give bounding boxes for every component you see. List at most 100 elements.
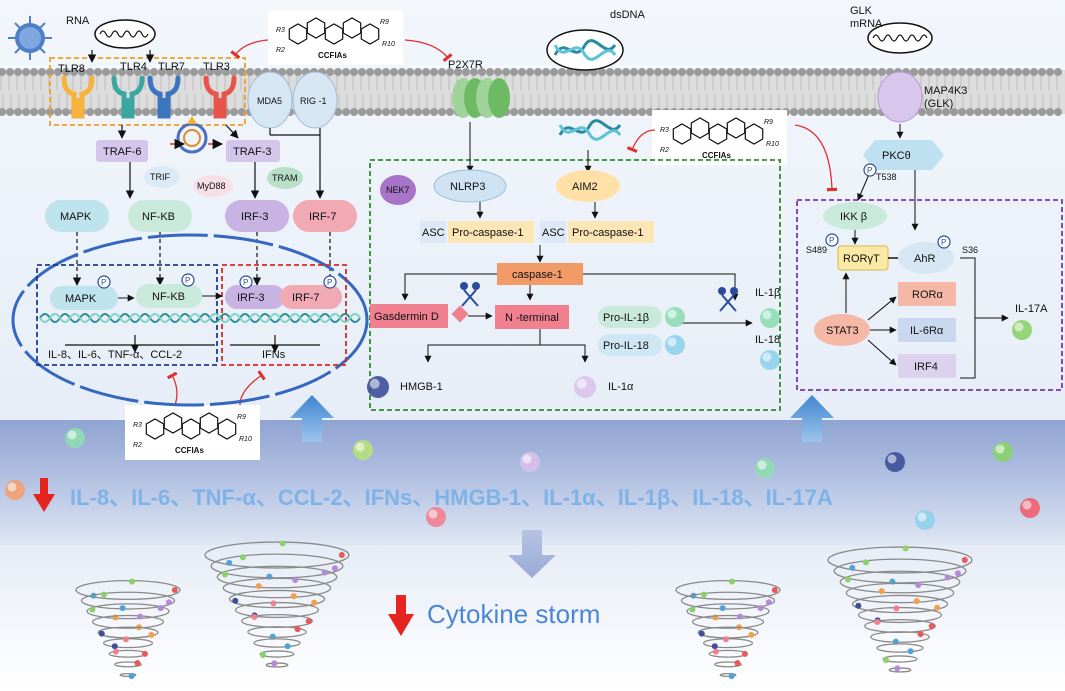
p2x7r-receptor <box>452 78 510 118</box>
drug-r2-label: R2 <box>133 442 142 449</box>
il17a-label: IL-17A <box>1015 303 1048 315</box>
drug-r10-label: R10 <box>766 141 779 148</box>
irf7-label: IRF-7 <box>309 211 337 223</box>
nfkb-box <box>36 264 218 366</box>
tlr8-label: TLR8 <box>58 63 85 75</box>
mapk-label: MAPK <box>60 211 92 223</box>
down-arrow-center <box>508 530 556 578</box>
ikkb-label: IKK β <box>840 211 867 223</box>
nterminal-label: N -terminal <box>505 312 559 324</box>
phospho-label: P <box>185 276 190 285</box>
cytokine-list: IL-8、IL-6、TNF-α、CCL-2、IFNs、HMGB-1、IL-1α、… <box>70 485 833 510</box>
asc1-label: ASC <box>422 227 445 239</box>
s489-label: S489 <box>806 245 827 255</box>
myd88-label: MyD88 <box>197 181 226 191</box>
irf7-node <box>293 200 357 232</box>
phospho-label: P <box>327 278 332 287</box>
n-mapk-label: MAPK <box>65 293 97 305</box>
il1a-label: IL-1α <box>608 381 634 393</box>
proil18-label: Pro-IL-18 <box>603 340 649 352</box>
procasp1a-label: Pro-caspase-1 <box>452 227 524 239</box>
rig1-receptor <box>292 71 338 129</box>
ifns-label: IFNs <box>262 349 286 361</box>
pkc-label: PKCθ <box>882 150 911 162</box>
proil1b-label: Pro-IL-1β <box>603 312 649 324</box>
mrna-label: mRNA <box>850 18 883 30</box>
tlr3-label: TLR3 <box>203 61 230 73</box>
il1b-label: IL-1β <box>755 287 780 299</box>
rora-label: RORα <box>912 289 943 301</box>
myd88-node <box>193 175 233 197</box>
traf3-label: TRAF-3 <box>233 146 272 158</box>
phospho-label: P <box>101 278 106 287</box>
left-pathway: TRAF-6 TRAF-3 TRIF MyD88 TRAM MAPK NF-KB… <box>45 50 357 286</box>
rna-oval: RNA <box>66 15 156 49</box>
band-cytokine-balls <box>5 428 1040 530</box>
cytokine-storm-tornadoes <box>75 540 973 680</box>
nuclear-dna <box>39 313 361 323</box>
casp1-label: caspase-1 <box>512 269 563 281</box>
glk-paren-label: (GLK) <box>924 98 953 110</box>
procasp1b-label: Pro-caspase-1 <box>572 227 644 239</box>
phospho-label: P <box>243 278 248 287</box>
nfkb-node <box>128 200 192 232</box>
rna-label: RNA <box>66 15 90 27</box>
up-arrow-left <box>290 395 334 442</box>
p2x7r-label: P2X7R <box>448 59 483 71</box>
rig1-label: RIG -1 <box>300 96 327 106</box>
down-arrow-band <box>33 478 55 512</box>
tram-node <box>267 167 303 189</box>
irf3-node <box>225 200 289 232</box>
tlr7-label: TLR7 <box>158 61 185 73</box>
down-arrow-storm <box>388 595 414 636</box>
il18-label: IL-18 <box>755 334 780 346</box>
scissors-icon-1 <box>460 282 480 307</box>
map4k3-receptor <box>877 71 923 123</box>
aim2-label: AIM2 <box>572 181 598 193</box>
virus-icon <box>8 16 52 60</box>
inflammasome-pathway: NEK7 NLRP3 AIM2 ASC Pro-caspase-1 ASC Pr… <box>370 122 780 393</box>
drug-r2-label: R2 <box>276 47 285 54</box>
mapk-node <box>45 200 109 232</box>
left-cytokines-label: IL-8、IL-6、TNF-α、CCL-2 <box>48 349 182 361</box>
s36-label: S36 <box>962 245 978 255</box>
right-phospho-tags: PPP <box>825 163 951 249</box>
drug-r3-label: R3 <box>276 27 285 34</box>
drug-r3-label: R3 <box>133 422 142 429</box>
asc2-label: ASC <box>542 227 565 239</box>
nlrp3-label: NLRP3 <box>450 181 485 193</box>
nucleus <box>11 233 369 407</box>
hmgb1-label: HMGB-1 <box>400 381 443 393</box>
scissors-icon-2 <box>718 287 738 312</box>
irf3-label: IRF-3 <box>241 211 269 223</box>
drug-name-label: CCFIAs <box>318 51 347 60</box>
irf4-label: IRF4 <box>914 361 938 373</box>
il6ra-label: IL-6Rα <box>910 325 944 337</box>
tram-label: TRAM <box>272 173 298 183</box>
traf6-label: TRAF-6 <box>103 146 142 158</box>
drug-r3-label: R3 <box>660 127 669 134</box>
drug-r10-label: R10 <box>239 436 252 443</box>
phospho-label: P <box>829 236 834 245</box>
t538-label: T538 <box>876 172 897 182</box>
mda5-label: MDA5 <box>257 96 282 106</box>
dsdna-cytoplasm-icon <box>558 119 622 141</box>
tlr-receptors <box>61 75 237 119</box>
drug-r9-label: R9 <box>380 19 389 26</box>
traf6-node <box>96 140 148 162</box>
trif-label: TRIF <box>150 172 170 182</box>
nfkb-label: NF-KB <box>142 211 175 223</box>
rorgt-label: RORγT <box>843 253 880 265</box>
drug-r9-label: R9 <box>237 414 246 421</box>
up-arrow-right <box>790 395 834 442</box>
adaptor-icon <box>176 116 208 154</box>
n-irf3-label: IRF-3 <box>237 292 265 304</box>
map4k3-label: MAP4K3 <box>924 85 967 97</box>
glk-mrna-oval: GLK mRNA <box>850 5 933 54</box>
middle-cytokine-balls <box>367 307 1032 398</box>
